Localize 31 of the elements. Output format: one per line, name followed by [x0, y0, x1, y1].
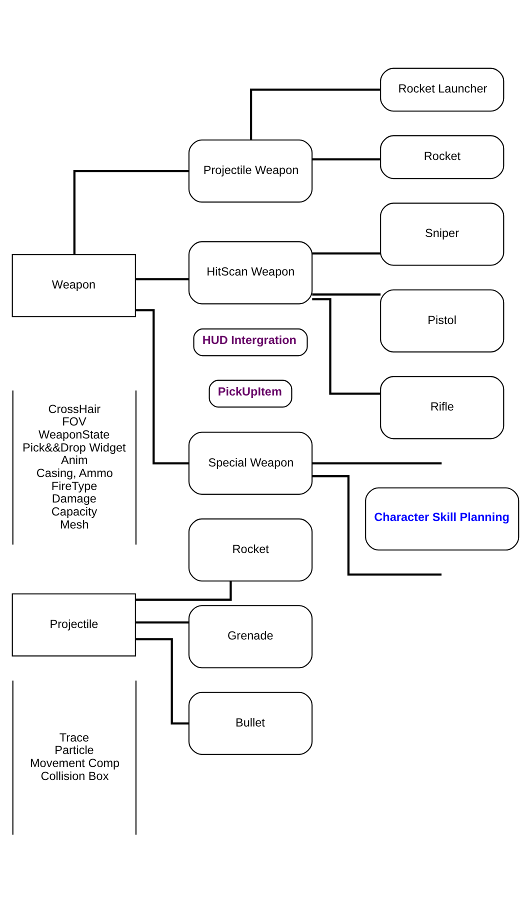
connector: [136, 621, 189, 624]
node-box: Pistol: [380, 289, 504, 352]
node-text: CrossHair FOV WeaponState Pick&&Drop Widget Anim Casing, Ammo FireType Damage Capacity Mesh: [22, 402, 126, 532]
connector: [136, 309, 189, 464]
node-box: Rocket: [380, 135, 504, 180]
connector: [312, 158, 381, 160]
connector: [136, 278, 189, 280]
connector: [312, 462, 442, 464]
node-box: Rocket: [188, 518, 313, 582]
connector: [312, 252, 381, 255]
node-box: Bullet: [188, 692, 313, 755]
connector: [136, 638, 189, 724]
connector: [136, 581, 232, 601]
node-box: Projectile: [12, 593, 136, 656]
node-box: HitScan Weapon: [188, 241, 313, 304]
connector: [312, 475, 442, 576]
node-box: Rocket Launcher: [380, 68, 504, 112]
node-box: Projectile Weapon: [188, 139, 313, 203]
node-box: Special Weapon: [188, 432, 313, 495]
node-box: Weapon: [12, 254, 136, 318]
node-box: HUD Intergration: [193, 328, 308, 356]
connector: [73, 170, 189, 254]
node-box: Sniper: [380, 202, 504, 266]
connector: [250, 88, 380, 140]
node-box: Character Skill Planning: [365, 487, 520, 551]
node-box: PickUpItem: [208, 380, 292, 408]
connector: [312, 298, 380, 395]
connector: [312, 293, 381, 296]
node-text: Trace Particle Movement Comp Collision Box: [30, 731, 120, 783]
node-box: Grenade: [188, 605, 313, 668]
node-box: Rifle: [380, 376, 504, 440]
